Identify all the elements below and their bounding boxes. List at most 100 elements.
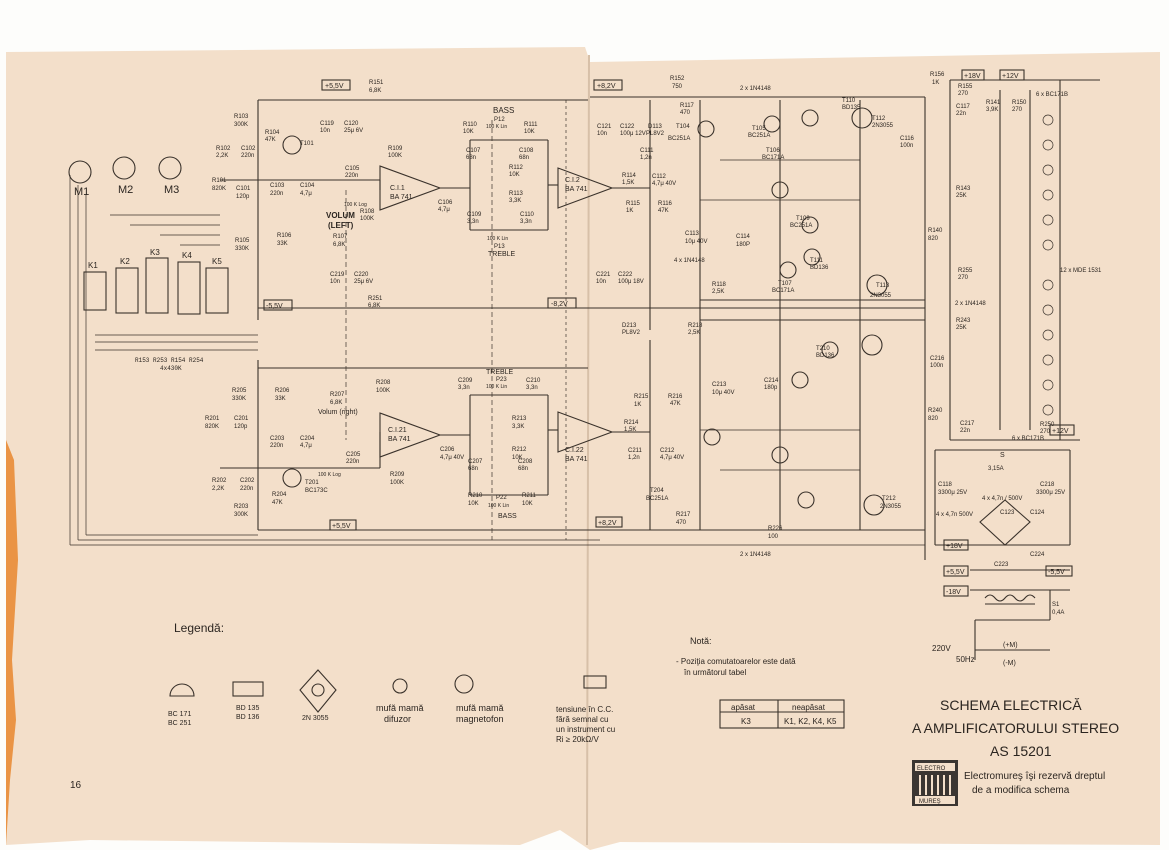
opamp-ci21 [379,412,442,458]
svg-text:R205: R205 [232,388,247,394]
svg-text:(+M): (+M) [1003,642,1018,649]
switch-label: K3 [150,248,160,257]
svg-text:R217: R217 [676,512,691,518]
resistor-value: 4x430K [160,365,182,372]
svg-text:270: 270 [1012,107,1023,113]
svg-text:C110: C110 [520,212,535,218]
svg-text:100 K Log: 100 K Log [344,202,367,208]
svg-text:220n: 220n [270,443,283,449]
svg-text:R218: R218 [688,323,703,329]
svg-text:820K: 820K [205,424,219,430]
svg-text:4,7μ 40V: 4,7μ 40V [440,455,464,461]
svg-text:R104: R104 [265,130,280,136]
svg-text:4,7μ 40V: 4,7μ 40V [652,181,676,187]
svg-text:R240: R240 [928,408,943,414]
svg-text:BASS: BASS [493,106,514,115]
svg-text:R209: R209 [390,472,405,478]
svg-text:100K: 100K [390,480,404,486]
svg-text:820K: 820K [212,186,226,192]
paper-background [6,47,1160,850]
svg-text:MUREŞ: MUREŞ [919,799,941,805]
svg-text:10K: 10K [522,501,533,507]
svg-text:C223: C223 [994,562,1009,568]
svg-text:T113: T113 [876,283,890,289]
svg-text:R210: R210 [468,493,483,499]
svg-text:C120: C120 [344,121,359,127]
svg-text:68n: 68n [466,155,476,161]
svg-text:C203: C203 [270,436,285,442]
svg-text:BC 251: BC 251 [168,720,191,727]
svg-text:C118: C118 [938,482,953,488]
svg-text:BC251A: BC251A [668,136,690,142]
svg-text:4 x 1N4148: 4 x 1N4148 [674,258,705,264]
svg-text:mufă mamă: mufă mamă [456,703,504,713]
svg-text:6 x BC171B: 6 x BC171B [1012,436,1044,442]
svg-text:3,9K: 3,9K [986,107,998,113]
switch-label: K1 [88,261,98,270]
svg-text:470: 470 [680,110,691,116]
svg-text:C217: C217 [960,421,975,427]
svg-text:R109: R109 [388,146,403,152]
svg-text:C112: C112 [652,174,667,180]
svg-text:C.I.22: C.I.22 [565,447,584,454]
svg-text:difuzor: difuzor [384,714,411,724]
svg-text:P12: P12 [494,117,505,123]
svg-text:C111: C111 [640,148,654,154]
svg-text:10K: 10K [524,129,535,135]
din-connector-icon [112,156,136,180]
svg-text:R101: R101 [212,178,227,184]
switch-note: Notă: - Poziţia comutatoarelor este dată… [676,636,845,729]
svg-text:R211: R211 [522,493,537,499]
svg-text:-8,2V: -8,2V [551,301,568,308]
to126-package-icon [232,681,264,697]
svg-text:T101: T101 [300,141,314,147]
to3-package-icon [299,669,337,713]
rights-notice: de a modifica schema [972,785,1070,796]
svg-text:T112: T112 [872,116,886,122]
svg-text:C123: C123 [1000,510,1015,516]
svg-text:K1, K2, K4, K5: K1, K2, K4, K5 [784,717,837,726]
svg-text:Ri ≥ 20kΩ/V: Ri ≥ 20kΩ/V [556,735,599,744]
opamp-ci22 [557,411,614,453]
svg-text:C.I.1: C.I.1 [390,185,405,192]
svg-text:C216: C216 [930,356,945,362]
svg-text:2N3055: 2N3055 [872,123,894,129]
svg-text:BA 741: BA 741 [565,456,588,463]
svg-text:1,2n: 1,2n [640,155,652,161]
svg-text:R103: R103 [234,114,249,120]
svg-text:S1: S1 [1052,602,1060,608]
svg-text:T212: T212 [882,496,896,502]
svg-text:10K: 10K [512,455,523,461]
svg-text:C103: C103 [270,183,285,189]
svg-text:2 x 1N4148: 2 x 1N4148 [955,301,986,307]
svg-text:68n: 68n [518,466,528,472]
svg-text:T204: T204 [650,488,664,494]
legend: Legendă: BC 171 BC 251 BD 135 BD 136 2N … [168,621,615,744]
svg-text:C117: C117 [956,104,971,110]
svg-text:R243: R243 [956,318,971,324]
svg-text:C210: C210 [526,378,541,384]
svg-text:220n: 220n [346,459,359,465]
svg-text:fără semnal cu: fără semnal cu [556,715,608,724]
svg-text:R215: R215 [634,394,649,400]
svg-text:100n: 100n [930,363,943,369]
connector-label: M1 [74,186,89,198]
svg-text:R213: R213 [512,416,527,422]
svg-text:0,4A: 0,4A [1052,610,1064,616]
svg-text:4 x 4,7n 500V: 4 x 4,7n 500V [936,512,973,518]
svg-text:3,3n: 3,3n [467,219,479,225]
svg-text:BD136: BD136 [816,353,835,359]
svg-text:T110: T110 [842,98,856,104]
svg-text:4,7μ 40V: 4,7μ 40V [660,455,684,461]
svg-text:magnetofon: magnetofon [456,714,504,724]
svg-text:+5,5V: +5,5V [325,83,344,90]
note-title: Notă: [690,636,712,646]
svg-text:2 x 1N4148: 2 x 1N4148 [740,86,771,92]
svg-text:C113: C113 [685,231,700,237]
svg-text:C109: C109 [467,212,482,218]
svg-text:C202: C202 [240,478,255,484]
svg-text:2,2K: 2,2K [212,486,224,492]
svg-text:2,5K: 2,5K [712,289,724,295]
svg-text:apăsat: apăsat [731,703,756,712]
